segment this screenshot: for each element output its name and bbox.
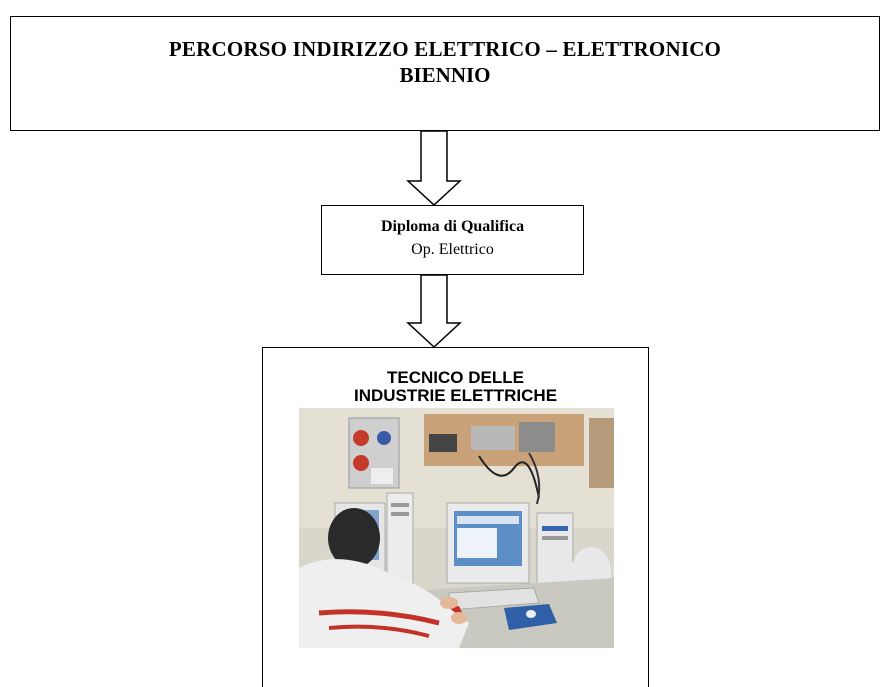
lab-photo [299, 408, 614, 648]
down-arrow-1 [406, 130, 462, 207]
program-title: PERCORSO INDIRIZZO ELETTRICO – ELETTRONI… [168, 37, 722, 61]
qualification-subtitle: Op. Elettrico [411, 241, 494, 258]
technician-title-line2: INDUSTRIE ELETTRICHE [353, 386, 558, 405]
program-header-box: PERCORSO INDIRIZZO ELETTRICO – ELETTRONI… [10, 16, 880, 131]
qualification-title: Diploma di Qualifica [380, 218, 525, 235]
technician-box: TECNICO DELLE INDUSTRIE ELETTRICHE [262, 347, 649, 687]
program-subtitle: BIENNIO [399, 63, 491, 87]
qualification-box: Diploma di Qualifica Op. Elettrico [321, 205, 584, 275]
down-arrow-2 [406, 274, 462, 349]
student-head [328, 508, 380, 568]
technician-title-line1: TECNICO DELLE [387, 368, 524, 387]
